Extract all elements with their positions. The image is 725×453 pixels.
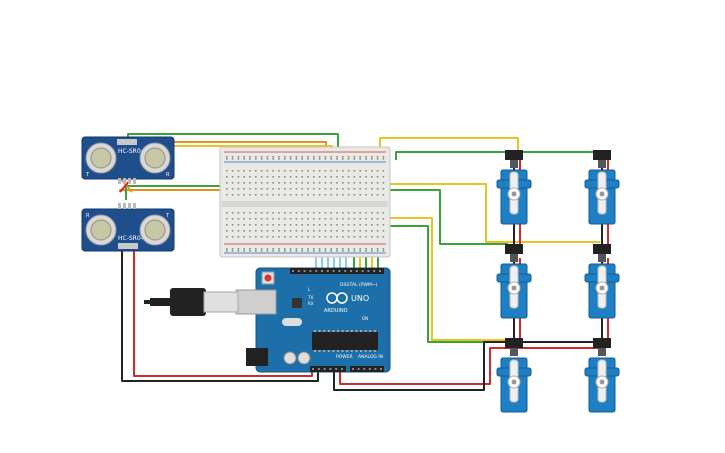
l-led-label: L <box>308 287 311 292</box>
servo-connector[interactable] <box>505 150 523 160</box>
servo-connector[interactable] <box>593 150 611 160</box>
arduino-logo-text: ARDUINO <box>324 308 348 314</box>
arduino-pins <box>292 270 382 370</box>
sensor-bottom-pin-t: T <box>165 213 170 219</box>
reset-button[interactable] <box>264 274 272 282</box>
servo-connector[interactable] <box>505 338 523 348</box>
crystal <box>282 318 302 326</box>
analog-header[interactable] <box>350 366 384 372</box>
servo-connector[interactable] <box>593 244 611 254</box>
servo-3[interactable] <box>496 244 532 319</box>
servo-connector[interactable] <box>505 244 523 254</box>
sensor-top-pin-t: T <box>85 172 90 178</box>
wire-yellow-servo-4 <box>380 183 600 243</box>
servo-1[interactable] <box>496 150 532 225</box>
servo-connector[interactable] <box>593 338 611 348</box>
wire-green-servo-2 <box>395 151 600 160</box>
capacitor-1 <box>283 351 297 365</box>
breadboard[interactable] <box>219 146 391 258</box>
rx-led-label: RX <box>308 301 314 306</box>
digital-header[interactable] <box>290 268 384 274</box>
breadboard-holes <box>226 156 385 252</box>
tx-led-label: TX <box>307 295 313 300</box>
usb-cable <box>144 288 239 316</box>
atmega-chip <box>312 332 378 350</box>
servo-2[interactable] <box>584 150 620 225</box>
wire-red-servo-row <box>339 347 600 385</box>
power-jack[interactable] <box>246 348 268 366</box>
analog-label: ANALOG IN <box>358 354 383 360</box>
wire-yellow-servo-1 <box>379 137 519 150</box>
ultrasonic-sensor-bottom[interactable]: HC-SR04 R T <box>81 203 175 252</box>
capacitor-2 <box>297 351 311 365</box>
sensor-bottom-pin-r: R <box>86 213 90 219</box>
sensor-bottom-label: HC-SR04 <box>118 235 145 242</box>
servo-4[interactable] <box>584 244 620 319</box>
power-header[interactable] <box>310 366 346 372</box>
breadboard-channel <box>222 201 388 207</box>
servo-6[interactable] <box>584 338 620 413</box>
arduino-logo-icon <box>326 292 348 304</box>
digital-label: DIGITAL (PWM~) <box>340 282 378 288</box>
usb-port[interactable] <box>235 289 277 315</box>
sensor-top-pin-r: R <box>166 172 170 178</box>
on-led-label: ON <box>362 316 368 321</box>
wire-green-servo-3 <box>374 189 508 245</box>
usb-chip <box>292 298 302 308</box>
power-label: POWER <box>336 354 353 360</box>
servo-5[interactable] <box>496 338 532 413</box>
sensor-top-label: HC-SR04 <box>118 148 145 155</box>
arduino-model: UNO <box>351 294 369 303</box>
ultrasonic-sensor-top[interactable]: HC-SR04 T R <box>81 136 175 184</box>
arduino-uno[interactable]: UNO ARDUINO DIGITAL (PWM~) POWER ANALOG … <box>235 267 391 373</box>
servos <box>496 150 620 413</box>
wire-black-gnd <box>121 246 319 382</box>
